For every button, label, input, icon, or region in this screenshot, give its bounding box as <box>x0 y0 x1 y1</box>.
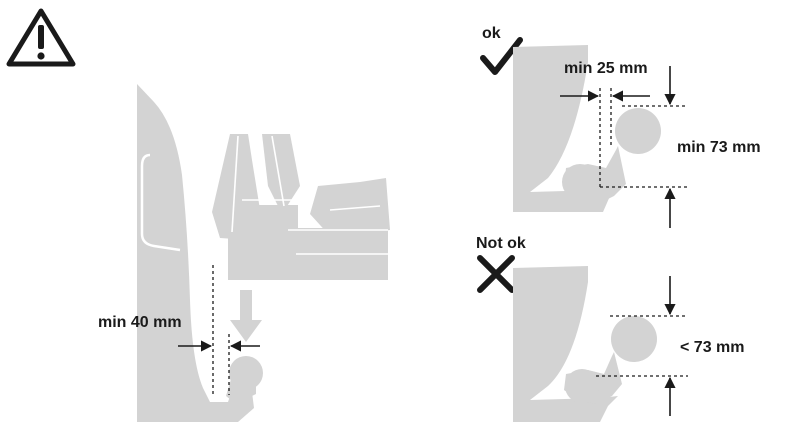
ok-label: ok <box>482 25 501 42</box>
checkmark-icon <box>480 37 523 75</box>
min-25-mm-label: min 25 mm <box>564 60 648 77</box>
tow-hook-not-ok <box>564 316 657 404</box>
less-than-73-mm-label: < 73 mm <box>680 339 744 356</box>
vehicle-bumper-silhouette-ok <box>513 45 618 212</box>
not-ok-label: Not ok <box>476 235 526 252</box>
cross-icon <box>477 255 515 293</box>
towbar-mechanism <box>212 134 390 280</box>
not-ok-example <box>477 255 688 422</box>
warning-triangle-icon <box>6 8 76 67</box>
towbar-detail-lines <box>231 135 388 255</box>
vehicle-rear-illustration <box>137 84 390 422</box>
downward-arrow-icon <box>230 290 262 342</box>
vehicle-bumper-silhouette-not-ok <box>513 266 618 422</box>
tow-hook-ok <box>562 108 661 204</box>
vehicle-bumper-silhouette <box>137 84 254 422</box>
min-73-mm-label: min 73 mm <box>677 139 761 156</box>
ok-example <box>480 37 688 228</box>
bumper-panel-outline <box>140 153 181 252</box>
min-40-mm-label: min 40 mm <box>98 314 182 331</box>
tow-hook-left <box>226 356 263 404</box>
